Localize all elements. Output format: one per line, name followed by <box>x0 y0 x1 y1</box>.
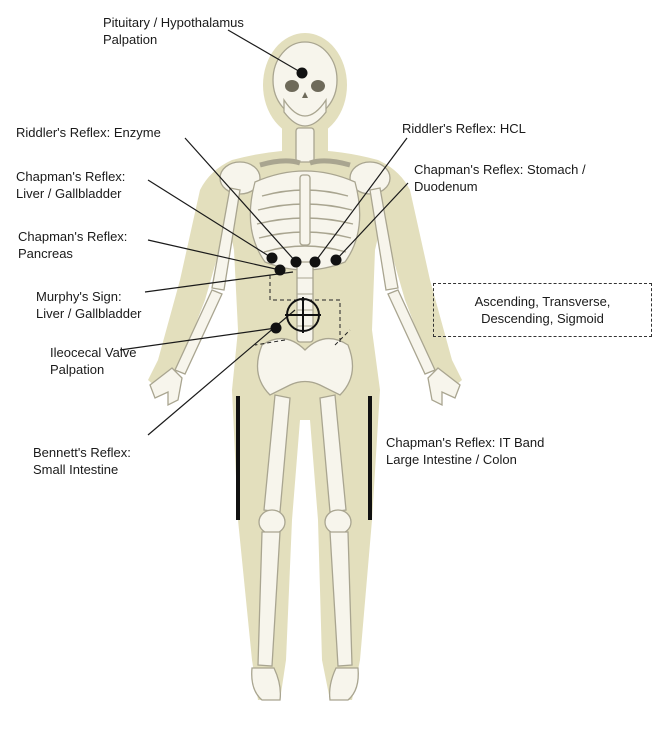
label-chapman-pancreas: Chapman's Reflex:Pancreas <box>18 229 128 261</box>
pancreas-marker <box>274 264 286 276</box>
hcl-marker <box>309 256 321 268</box>
sternum <box>299 174 311 246</box>
ileocecal-marker <box>270 322 282 334</box>
pelvis <box>256 338 354 396</box>
label-bennett: Bennett's Reflex:Small Intestine <box>33 445 131 477</box>
liver-gallbladder-marker <box>266 252 278 264</box>
marker-dots <box>266 67 342 334</box>
label-riddler-enzyme: Riddler's Reflex: Enzyme <box>16 125 161 140</box>
pituitary-marker <box>296 67 308 79</box>
crosshair-target <box>285 297 321 333</box>
label-chapman-stomach: Chapman's Reflex: Stomach /Duodenum <box>414 162 586 194</box>
enzyme-marker <box>290 256 302 268</box>
left-hand <box>149 367 183 407</box>
it-band-bar-right <box>368 396 372 520</box>
colon-box: Ascending, Transverse, Descending, Sigmo… <box>433 283 652 337</box>
skull <box>272 41 338 119</box>
label-murphy-sign: Murphy's Sign:Liver / Gallbladder <box>36 289 142 321</box>
stomach-duodenum-marker <box>330 254 342 266</box>
skeleton-bones <box>149 41 461 701</box>
right-hand <box>427 367 461 407</box>
right-foot <box>328 667 359 701</box>
colon-box-line-1: Ascending, Transverse, <box>474 294 611 309</box>
cervical-spine <box>295 127 315 163</box>
label-chapman-liver: Chapman's Reflex:Liver / Gallbladder <box>16 169 126 201</box>
leader-lines <box>119 29 409 436</box>
colon-box-line-2: Descending, Sigmoid <box>481 311 604 326</box>
label-riddler-hcl: Riddler's Reflex: HCL <box>402 121 526 136</box>
jaw <box>283 97 327 127</box>
it-band-bar-left <box>236 396 240 520</box>
left-foot <box>251 667 282 701</box>
